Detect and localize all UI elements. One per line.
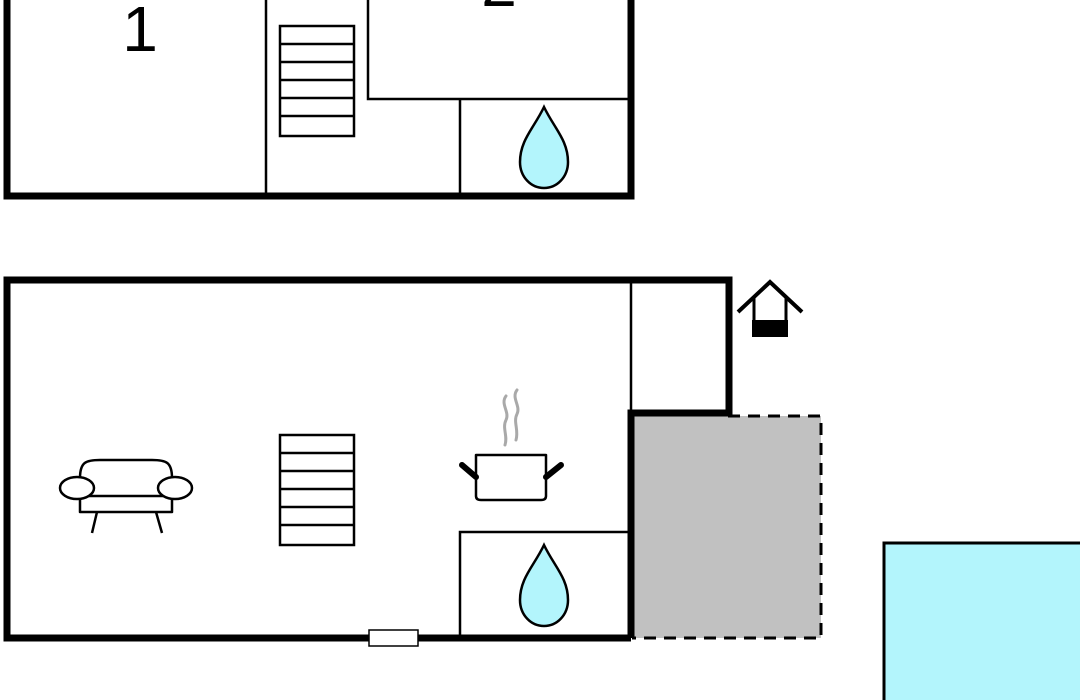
upper-floor: 1 2 — [3, 0, 635, 200]
stairs-icon — [278, 24, 356, 138]
terrace-dashed-border — [632, 414, 823, 640]
upper-floor-outer-wall — [3, 0, 635, 200]
interior-wall — [458, 530, 628, 635]
cooking-pot-icon — [459, 388, 564, 502]
room-number-1: 1 — [122, 0, 158, 65]
water-drop-icon — [518, 104, 570, 190]
door-threshold — [368, 629, 419, 647]
well-icon — [736, 279, 804, 337]
sofa-icon — [58, 458, 194, 534]
pool-area — [882, 541, 1080, 700]
interior-wall — [366, 0, 628, 101]
ground-floor — [3, 276, 823, 647]
room-number-2: 2 — [481, 0, 517, 20]
water-drop-icon — [518, 542, 570, 628]
covered-terrace-area — [632, 416, 821, 638]
stairs-icon — [278, 433, 356, 547]
